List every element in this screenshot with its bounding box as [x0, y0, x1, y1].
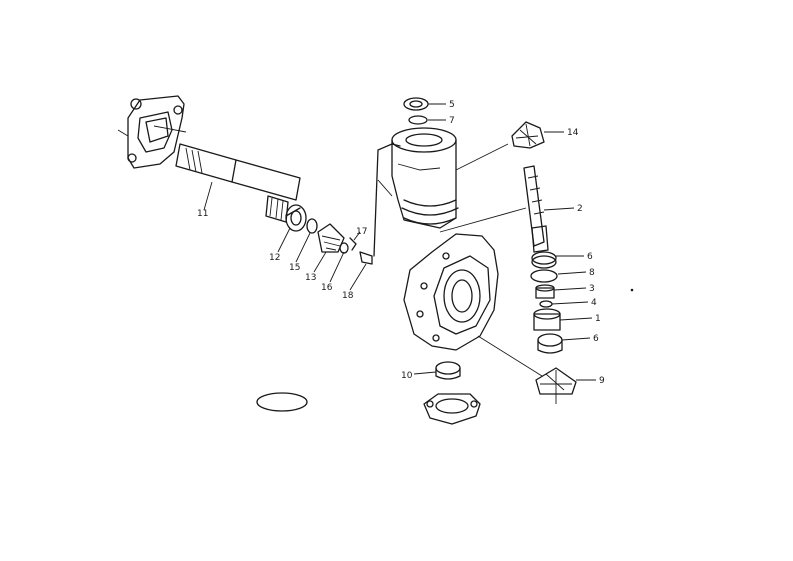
callout-16: 16 — [321, 283, 333, 293]
callout-15: 15 — [289, 263, 300, 273]
callout-14: 14 — [567, 128, 579, 138]
bearing-5 — [403, 97, 446, 111]
pinion-shaft-2 — [439, 165, 575, 253]
bearing-12 — [277, 204, 307, 253]
shaft-part — [175, 143, 301, 223]
bracket-line — [373, 143, 401, 257]
bevel-gear-14 — [511, 121, 564, 149]
stamp-oval — [256, 392, 308, 412]
callout-3: 3 — [589, 284, 595, 294]
callout-6-upper: 6 — [587, 252, 593, 262]
callout-5: 5 — [449, 100, 455, 110]
callout-10: 10 — [401, 371, 413, 381]
ring-7 — [408, 115, 446, 125]
callout-18: 18 — [342, 291, 354, 301]
small-parts-16-18 — [329, 231, 373, 291]
callout-1: 1 — [595, 314, 601, 324]
bearing-6-lower — [537, 333, 591, 354]
upper-housing — [391, 127, 509, 229]
ring-4 — [539, 300, 589, 308]
callout-4: 4 — [591, 298, 597, 308]
callout-8: 8 — [589, 268, 595, 278]
callout-13: 13 — [305, 273, 316, 283]
bearing-1 — [533, 308, 593, 331]
callout-12: 12 — [269, 253, 280, 263]
stray-mark — [630, 288, 634, 292]
callout-9: 9 — [599, 376, 605, 386]
ring-8 — [530, 269, 587, 283]
callout-17: 17 — [356, 227, 367, 237]
flange-part — [117, 95, 187, 169]
callout-2: 2 — [577, 204, 583, 214]
callout-6-lower: 6 — [593, 334, 599, 344]
lower-housing — [403, 233, 543, 377]
ring-15 — [295, 218, 318, 263]
bearing-6-upper — [531, 251, 584, 269]
bearing-10 — [413, 361, 461, 380]
callout-11: 11 — [197, 209, 208, 219]
bevel-gear-9 — [535, 367, 596, 404]
callout-7: 7 — [449, 116, 455, 126]
cover-flange — [423, 393, 481, 425]
spacer-3 — [535, 284, 587, 299]
